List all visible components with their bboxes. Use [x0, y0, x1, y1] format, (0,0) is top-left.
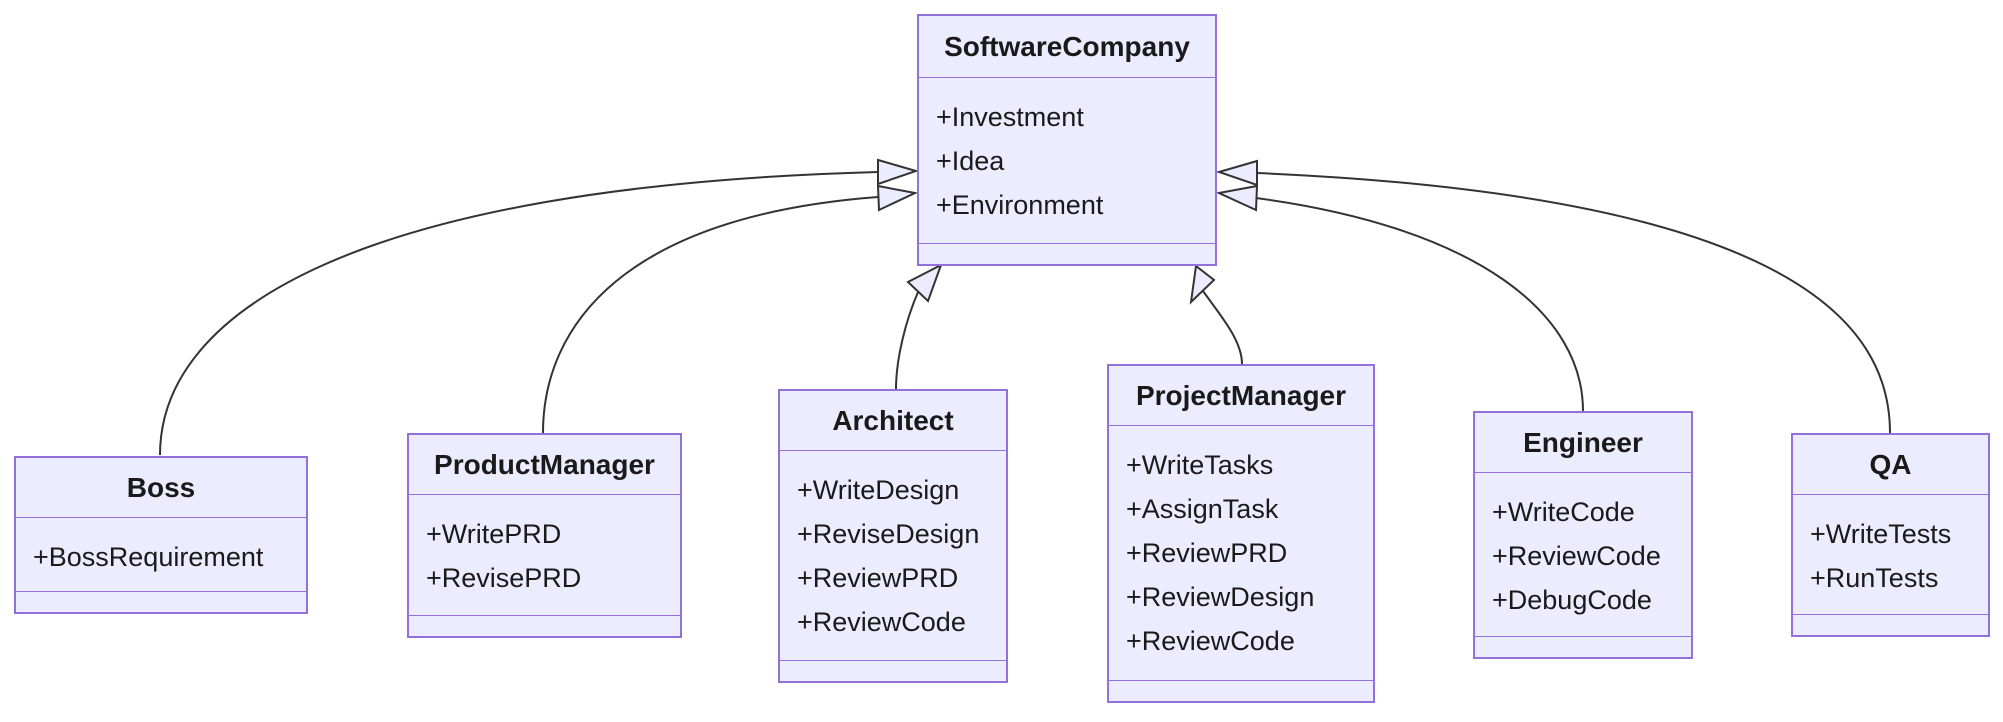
class-engineer-title: Engineer	[1475, 413, 1691, 473]
class-softwarecompany-methods-empty	[919, 243, 1215, 264]
inheritance-arrowhead-projectmanager	[1189, 264, 1216, 305]
class-softwarecompany-title: SoftwareCompany	[919, 16, 1215, 78]
class-member: +RevisePRD	[426, 563, 582, 593]
class-member: +ReviewPRD	[797, 563, 959, 593]
class-member: +ReviseDesign	[797, 519, 980, 549]
class-member: +ReviewPRD	[1126, 538, 1288, 568]
class-member: +BossRequirement	[33, 542, 264, 572]
class-member: +WriteTasks	[1126, 450, 1274, 480]
class-engineer: Engineer +WriteCode +ReviewCode +DebugCo…	[1473, 411, 1693, 659]
class-architect-title: Architect	[780, 391, 1006, 451]
class-softwarecompany: SoftwareCompany +Investment +Idea +Envir…	[917, 14, 1217, 266]
inheritance-arrowhead-productmanager	[876, 184, 919, 212]
class-member: +ReviewCode	[1126, 626, 1295, 656]
class-architect: Architect +WriteDesign +ReviseDesign +Re…	[778, 389, 1008, 683]
class-architect-members: +WriteDesign +ReviseDesign +ReviewPRD +R…	[780, 451, 1006, 660]
edge-qa-to-softwarecompany	[1256, 172, 1891, 434]
class-qa-methods-empty	[1793, 614, 1988, 635]
class-projectmanager-methods-empty	[1109, 680, 1373, 701]
class-productmanager-title: ProductManager	[409, 435, 680, 495]
class-qa: QA +WriteTests +RunTests	[1791, 433, 1990, 637]
class-boss: Boss +BossRequirement	[14, 456, 308, 614]
inheritance-arrowhead-architect	[906, 262, 943, 303]
class-productmanager-members: +WritePRD +RevisePRD	[409, 495, 680, 615]
edge-engineer-to-softwarecompany	[1255, 197, 1584, 412]
class-productmanager: ProductManager +WritePRD +RevisePRD	[407, 433, 682, 638]
class-member: +AssignTask	[1126, 494, 1279, 524]
class-member: +ReviewCode	[1492, 541, 1661, 571]
class-member: +WritePRD	[426, 519, 562, 549]
class-boss-title: Boss	[16, 458, 306, 518]
edge-productmanager-to-softwarecompany	[542, 196, 879, 434]
class-projectmanager-members: +WriteTasks +AssignTask +ReviewPRD +Revi…	[1109, 426, 1373, 680]
class-boss-methods-empty	[16, 591, 306, 612]
inheritance-arrowhead-engineer	[1215, 184, 1259, 212]
class-qa-title: QA	[1793, 435, 1988, 495]
class-engineer-members: +WriteCode +ReviewCode +DebugCode	[1475, 473, 1691, 636]
class-projectmanager: ProjectManager +WriteTasks +AssignTask +…	[1107, 364, 1375, 703]
class-member: +Investment	[936, 102, 1084, 132]
class-member: +Idea	[936, 146, 1005, 176]
class-member: +WriteCode	[1492, 497, 1635, 527]
class-member: +RunTests	[1810, 563, 1939, 593]
class-member: +Environment	[936, 190, 1104, 220]
class-engineer-methods-empty	[1475, 636, 1691, 657]
inheritance-arrowhead-qa	[1215, 159, 1258, 187]
class-member: +WriteDesign	[797, 475, 960, 505]
class-member: +WriteTests	[1810, 519, 1952, 549]
class-softwarecompany-members: +Investment +Idea +Environment	[919, 78, 1215, 243]
class-member: +DebugCode	[1492, 585, 1652, 615]
class-productmanager-methods-empty	[409, 615, 680, 636]
inheritance-arrowhead-boss	[877, 158, 920, 186]
edge-projectmanager-to-softwarecompany	[1202, 290, 1243, 365]
class-qa-members: +WriteTests +RunTests	[1793, 495, 1988, 614]
edge-architect-to-softwarecompany	[895, 291, 919, 390]
class-member: +ReviewCode	[797, 607, 966, 637]
class-architect-methods-empty	[780, 660, 1006, 681]
edge-boss-to-softwarecompany	[159, 171, 879, 456]
class-projectmanager-title: ProjectManager	[1109, 366, 1373, 426]
class-boss-members: +BossRequirement	[16, 518, 306, 591]
class-member: +ReviewDesign	[1126, 582, 1315, 612]
